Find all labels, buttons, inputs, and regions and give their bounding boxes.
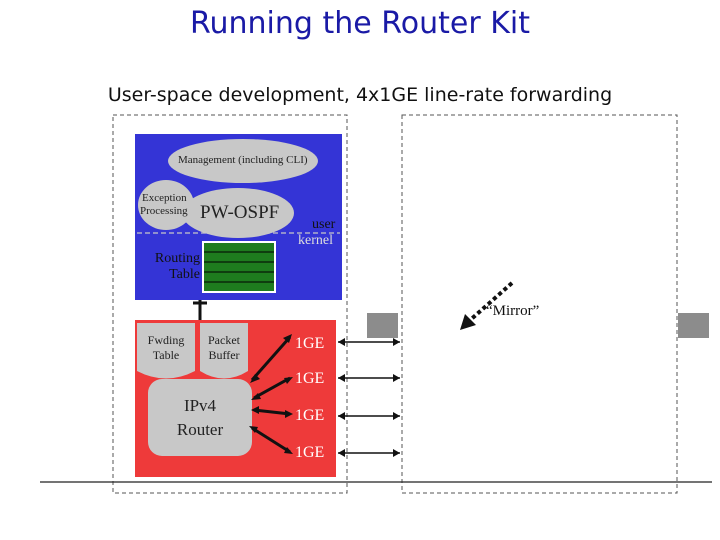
ipv4-router-shape xyxy=(148,379,252,456)
kernel-label: kernel xyxy=(298,233,333,248)
port-label: 1GE xyxy=(295,370,325,387)
packet-label-line1: Packet xyxy=(208,333,240,347)
ipv4-label-line1: IPv4 xyxy=(183,396,217,415)
port-arrowhead xyxy=(393,374,400,382)
fwding-label-line2: Table xyxy=(152,348,180,362)
right-machine-outline xyxy=(401,114,678,494)
fwding-label-line1: Fwding xyxy=(147,333,185,347)
packet-buffer-shape xyxy=(200,323,248,379)
internal-arrowhead xyxy=(251,406,259,414)
port-arrowhead xyxy=(393,338,400,346)
internal-arrowhead xyxy=(249,426,258,433)
port-arrowhead xyxy=(393,412,400,420)
routing-table-fill xyxy=(204,243,274,291)
internal-arrow xyxy=(253,408,291,416)
user-label: user xyxy=(312,217,336,232)
ipv4-label-line2: Router xyxy=(176,420,224,439)
mirror-arrowhead xyxy=(460,314,476,330)
pwospf-ellipse xyxy=(182,188,294,238)
port-arrowhead xyxy=(338,449,345,457)
internal-arrowhead xyxy=(284,377,293,384)
management-ellipse xyxy=(168,139,318,183)
slide-subtitle: User-space development, 4x1GE line-rate … xyxy=(107,84,613,106)
mirror-arrow xyxy=(466,281,514,324)
internal-arrowhead xyxy=(285,410,293,418)
internal-arrow xyxy=(250,336,292,381)
management-label: Management (including CLI) xyxy=(178,154,308,166)
port-arrowhead xyxy=(338,412,345,420)
internal-arrowhead xyxy=(250,374,260,383)
port-label: 1GE xyxy=(295,407,325,424)
packet-label-line2: Buffer xyxy=(208,348,240,362)
internal-arrowhead xyxy=(284,447,293,454)
internal-arrow xyxy=(251,426,291,454)
exception-label-line2: Processing xyxy=(140,205,188,217)
internal-arrow xyxy=(253,376,291,400)
slide-title: Running the Router Kit xyxy=(190,6,530,41)
port-label: 1GE xyxy=(295,444,325,461)
port-arrowhead xyxy=(393,449,400,457)
exception-label-line1: Exception xyxy=(142,192,187,204)
routing-label-line1: Routing xyxy=(154,251,200,266)
right-port-box xyxy=(678,313,709,338)
left-machine-outline xyxy=(112,114,348,494)
routing-label-line2: Table xyxy=(169,267,200,282)
fwding-table-shape xyxy=(137,323,195,379)
internal-arrowhead xyxy=(283,334,292,343)
left-port-box xyxy=(367,313,398,338)
pwospf-label: PW-OSPF xyxy=(200,202,280,223)
mirror-label: “Mirror” xyxy=(486,303,540,319)
port-label: 1GE xyxy=(295,335,325,352)
port-arrowhead xyxy=(338,374,345,382)
internal-arrowhead xyxy=(251,393,261,400)
port-arrowhead xyxy=(338,338,345,346)
exception-circle xyxy=(138,180,194,230)
